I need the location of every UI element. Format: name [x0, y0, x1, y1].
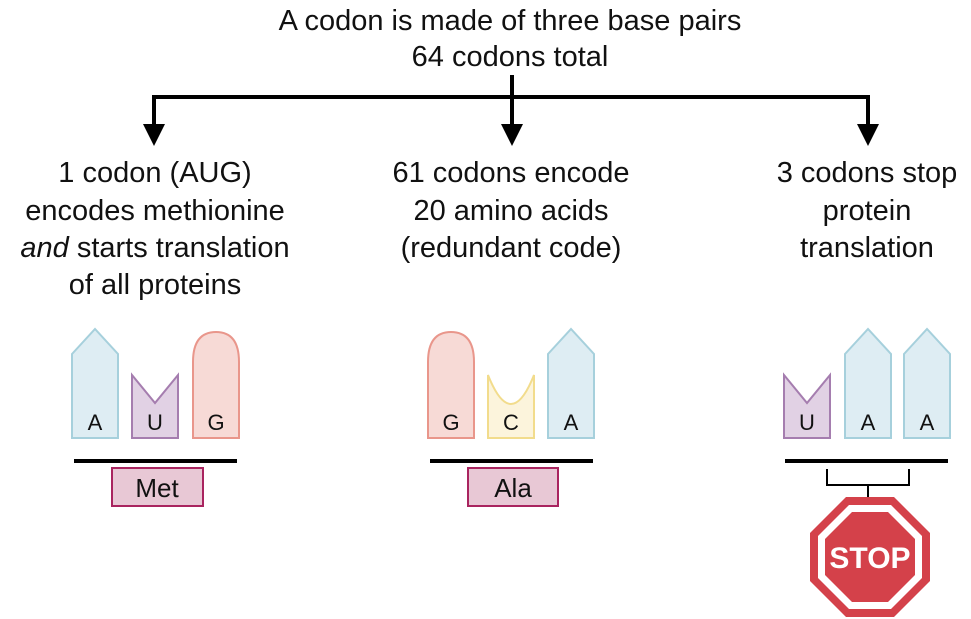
base-g-shape [192, 330, 240, 439]
right-line-2: protein [823, 195, 912, 227]
base-label: U [799, 410, 815, 435]
base-u-shape [783, 372, 831, 439]
amino-acid-label: Ala [494, 473, 532, 503]
base-label: G [207, 410, 224, 435]
title-line-2: 64 codons total [412, 41, 609, 73]
arrow-middle-icon [501, 124, 523, 146]
base-a-shape [71, 327, 119, 439]
arrowheads [143, 124, 879, 146]
title-line-1: A codon is made of three base pairs [279, 5, 742, 37]
base-a-shape [903, 327, 951, 439]
codon-uaa: U A A STOP [783, 327, 951, 617]
middle-line-3: (redundant code) [401, 232, 622, 264]
codon-aug: A U G Met [71, 327, 240, 507]
arrow-left-icon [143, 124, 165, 146]
base-a-shape [844, 327, 892, 439]
stop-label: STOP [829, 542, 910, 575]
base-c-shape [487, 374, 535, 439]
base-a-shape [547, 327, 595, 439]
left-line-4: of all proteins [69, 269, 242, 301]
codon-bar [430, 459, 593, 463]
codon-bar [74, 459, 237, 463]
base-g-shape [427, 330, 475, 439]
amino-acid-label: Met [135, 473, 179, 503]
base-label: U [147, 410, 163, 435]
arrow-right-icon [857, 124, 879, 146]
base-label: G [442, 410, 459, 435]
right-line-3: translation [800, 232, 934, 264]
base-u-shape [131, 372, 179, 439]
base-label: A [861, 410, 876, 435]
codon-bar [785, 459, 948, 463]
left-line-3-rest: starts translation [69, 232, 290, 264]
middle-line-1: 61 codons encode [392, 157, 629, 189]
base-label: A [564, 410, 579, 435]
right-line-1: 3 codons stop [777, 157, 958, 189]
left-line-1: 1 codon (AUG) [58, 157, 251, 189]
amino-acid-box [111, 467, 204, 507]
stop-sign-icon: STOP [810, 497, 930, 617]
emphasis-and: and [20, 232, 69, 264]
middle-line-2: 20 amino acids [413, 195, 608, 227]
amino-acid-box [467, 467, 559, 507]
branch-connector [152, 75, 870, 128]
base-label: A [88, 410, 103, 435]
base-label: A [920, 410, 935, 435]
codon-gca: G C A Ala [427, 327, 595, 507]
left-line-3: and starts translation [20, 232, 289, 264]
stop-bracket [826, 469, 910, 486]
base-label: C [503, 410, 519, 435]
left-line-2: encodes methionine [25, 195, 285, 227]
